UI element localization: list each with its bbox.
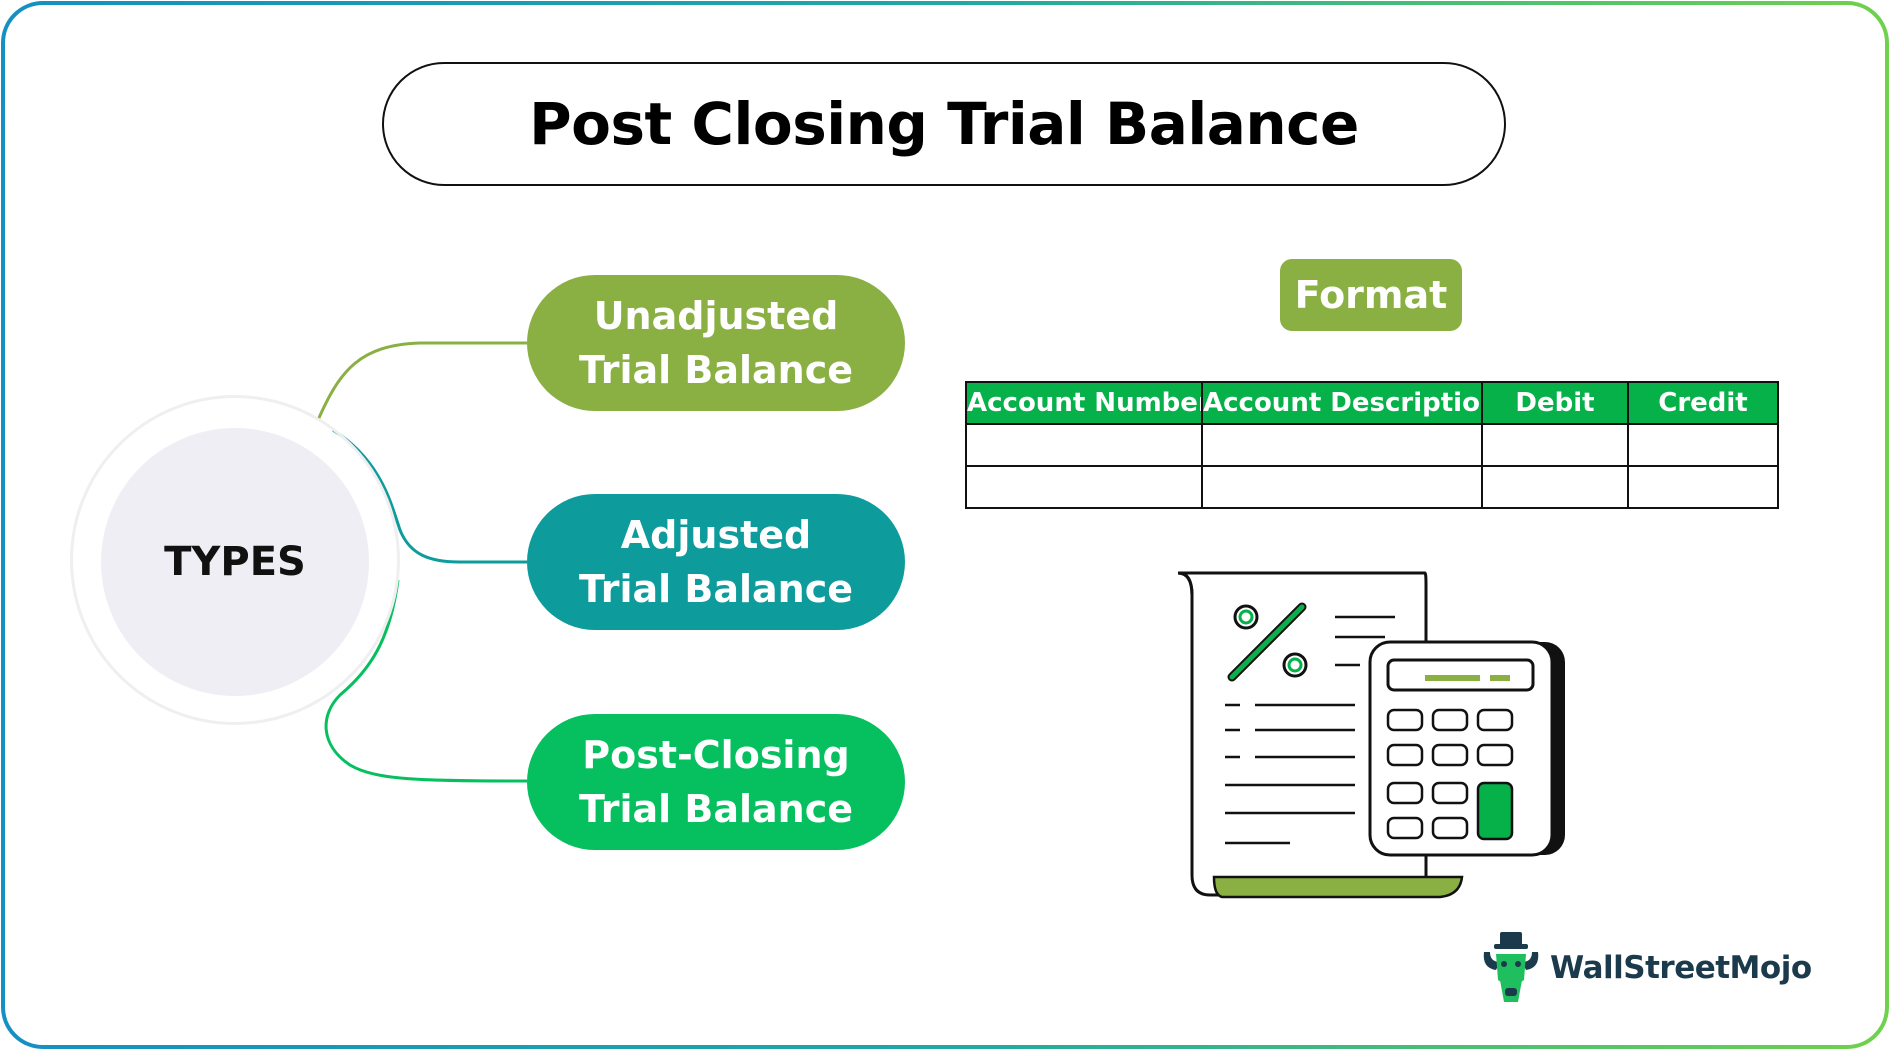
- logo-text: WallStreetMojo: [1550, 950, 1812, 986]
- format-table: Account Number Account Description Debit…: [965, 381, 1779, 509]
- table-header-row: Account Number Account Description Debit…: [965, 381, 1779, 425]
- column-header: Credit: [1627, 381, 1779, 425]
- table-row: [965, 465, 1779, 509]
- column-header: Debit: [1481, 381, 1629, 425]
- type-unadjusted-pill: Unadjusted Trial Balance: [527, 275, 905, 411]
- table-cell: [965, 423, 1203, 467]
- column-header: Account Number: [965, 381, 1203, 425]
- calculator-icon: [1368, 640, 1565, 857]
- connector-post-closing: [324, 579, 528, 783]
- table-cell: [1201, 423, 1483, 467]
- percent-icon: [1227, 602, 1308, 682]
- type-adjusted-pill: Adjusted Trial Balance: [527, 494, 905, 630]
- wallstreetmojo-logo: WallStreetMojo: [1480, 930, 1812, 1006]
- type-line1: Adjusted: [620, 513, 812, 557]
- table-cell: [1481, 465, 1629, 509]
- types-ring: [70, 395, 400, 725]
- table-cell: [1627, 465, 1779, 509]
- page-title: Post Closing Trial Balance: [382, 62, 1506, 186]
- type-line2: Trial Balance: [578, 348, 854, 392]
- type-post-closing-pill: Post-Closing Trial Balance: [527, 714, 905, 850]
- type-line1: Post-Closing: [582, 733, 850, 777]
- format-badge: Format: [1280, 259, 1462, 331]
- bull-mascot-icon: [1483, 932, 1539, 1002]
- types-circle: TYPES: [101, 428, 369, 696]
- type-line2: Trial Balance: [578, 567, 854, 611]
- table-cell: [965, 465, 1203, 509]
- table-cell: [1201, 465, 1483, 509]
- type-line1: Unadjusted: [593, 294, 839, 338]
- table-cell: [1627, 423, 1779, 467]
- table-cell: [1481, 423, 1629, 467]
- receipt-calculator-illustration: [1177, 571, 1565, 899]
- connector-unadjusted: [316, 341, 527, 421]
- receipt-icon: [1177, 571, 1464, 899]
- table-row: [965, 423, 1779, 467]
- column-header: Account Description: [1201, 381, 1483, 425]
- type-line2: Trial Balance: [578, 787, 854, 831]
